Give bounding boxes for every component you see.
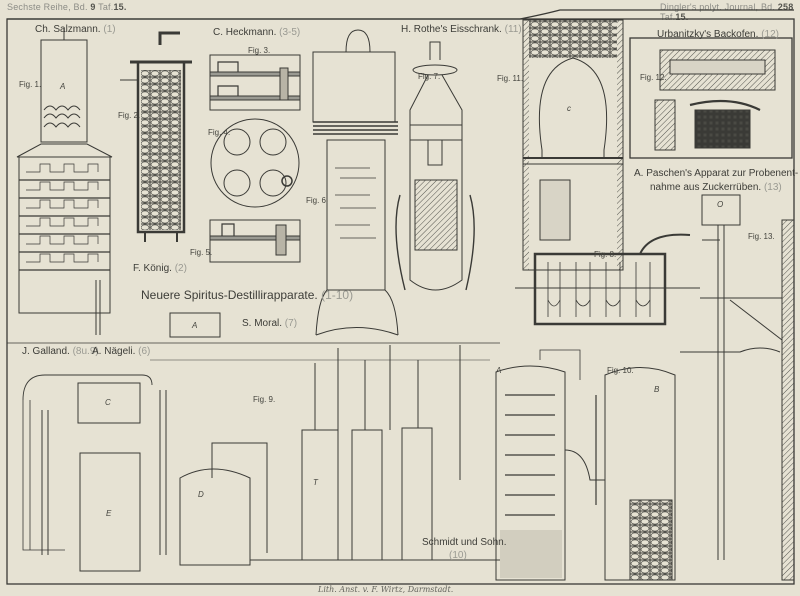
fig-label-1: Fig. 1. [19, 80, 42, 89]
fig-label-8: Fig. 8. [594, 250, 617, 259]
letter-A-moral: A [192, 321, 198, 330]
plate-prefix: Taf. [98, 2, 114, 12]
title-heckmann: C. Heckmann. (3-5) [213, 27, 301, 38]
letter-B-fig10: B [654, 385, 660, 394]
title-moral: S. Moral. (7) [242, 318, 298, 329]
letter-A-fig10: A [496, 366, 502, 375]
fig-label-6: Fig. 6. [306, 196, 329, 205]
fig7-drawing [395, 41, 475, 291]
moral-box [169, 312, 221, 338]
plate-main-title: Neuere Spiritus-Destillirapparate. (1-10… [141, 288, 354, 302]
journal-label: Dingler's polyt. Journal, Bd. [660, 2, 776, 12]
volume-number: 9 [90, 2, 96, 12]
fig9-drawing [22, 345, 500, 572]
title-schmidt-ref: (10) [449, 550, 467, 561]
fig12-drawing [629, 37, 793, 159]
plate-frame [6, 18, 795, 585]
journal-volume: 258 [777, 2, 794, 12]
fig4-drawing [210, 118, 300, 208]
letter-C-fig9: C [105, 398, 111, 407]
series-label: Sechste Reihe, Bd. [7, 2, 88, 12]
fig-label-2: Fig. 2. [118, 111, 141, 120]
title-salzmann: Ch. Salzmann. (1) [35, 24, 116, 35]
letter-A-fig1: A [60, 82, 66, 91]
fig-label-3: Fig. 3. [248, 46, 271, 55]
title-urbanitzky: Urbanitzky's Backofen. (12) [657, 29, 779, 40]
title-galland: J. Galland. (8u.9) [22, 346, 99, 357]
fig-label-9: Fig. 9. [253, 395, 276, 404]
fig-label-13: Fig. 13. [748, 232, 775, 241]
fig5-drawing [209, 219, 301, 263]
fig-label-11: Fig. 11. [497, 74, 524, 83]
header-left: Sechste Reihe, Bd. 9 Taf.15. [7, 2, 127, 12]
fig-label-5: Fig. 5. [190, 248, 213, 257]
title-schmidt: Schmidt und Sohn. [422, 537, 507, 548]
fig6-drawing [312, 29, 399, 336]
letter-c-fig11: c [567, 104, 571, 113]
fig-label-7: Fig. 7. [418, 72, 441, 81]
title-rothe: H. Rothe's Eisschrank. (11) [401, 24, 522, 35]
title-koenig: F. König. (2) [133, 263, 187, 274]
header-right: Dingler's polyt. Journal, Bd. 258 Taf.15… [660, 2, 800, 22]
lithographer-imprint: Lith. Anst. v. F. Wirtz, Darmstadt. [318, 585, 454, 594]
title-paschen-2: nahme aus Zuckerrüben. (13) [650, 182, 782, 193]
fig-label-10: Fig. 10. [607, 366, 634, 375]
fig3-drawing [209, 54, 301, 111]
fig2-drawing [120, 31, 192, 242]
letter-O-fig13: O [717, 200, 724, 209]
fig10-drawing [495, 349, 676, 581]
title-naegeli: A. Nägeli. (6) [92, 346, 151, 357]
letter-E-fig9: E [106, 509, 112, 518]
fig8-drawing [515, 233, 700, 326]
journal-plate-prefix: Taf. [660, 12, 676, 22]
plate-number: 15. [113, 2, 127, 12]
fig-label-4: Fig. 4. [208, 128, 231, 137]
letter-D-fig9: D [198, 490, 204, 499]
fig1-drawing [16, 28, 113, 335]
fig-label-12: Fig. 12. [640, 73, 667, 82]
journal-plate-number: 15. [675, 12, 689, 22]
fig11-drawing [522, 19, 624, 271]
fig13-drawing [680, 194, 795, 581]
title-paschen-1: A. Paschen's Apparat zur Probenent- [634, 168, 799, 179]
letter-T-fig9: T [313, 478, 318, 487]
